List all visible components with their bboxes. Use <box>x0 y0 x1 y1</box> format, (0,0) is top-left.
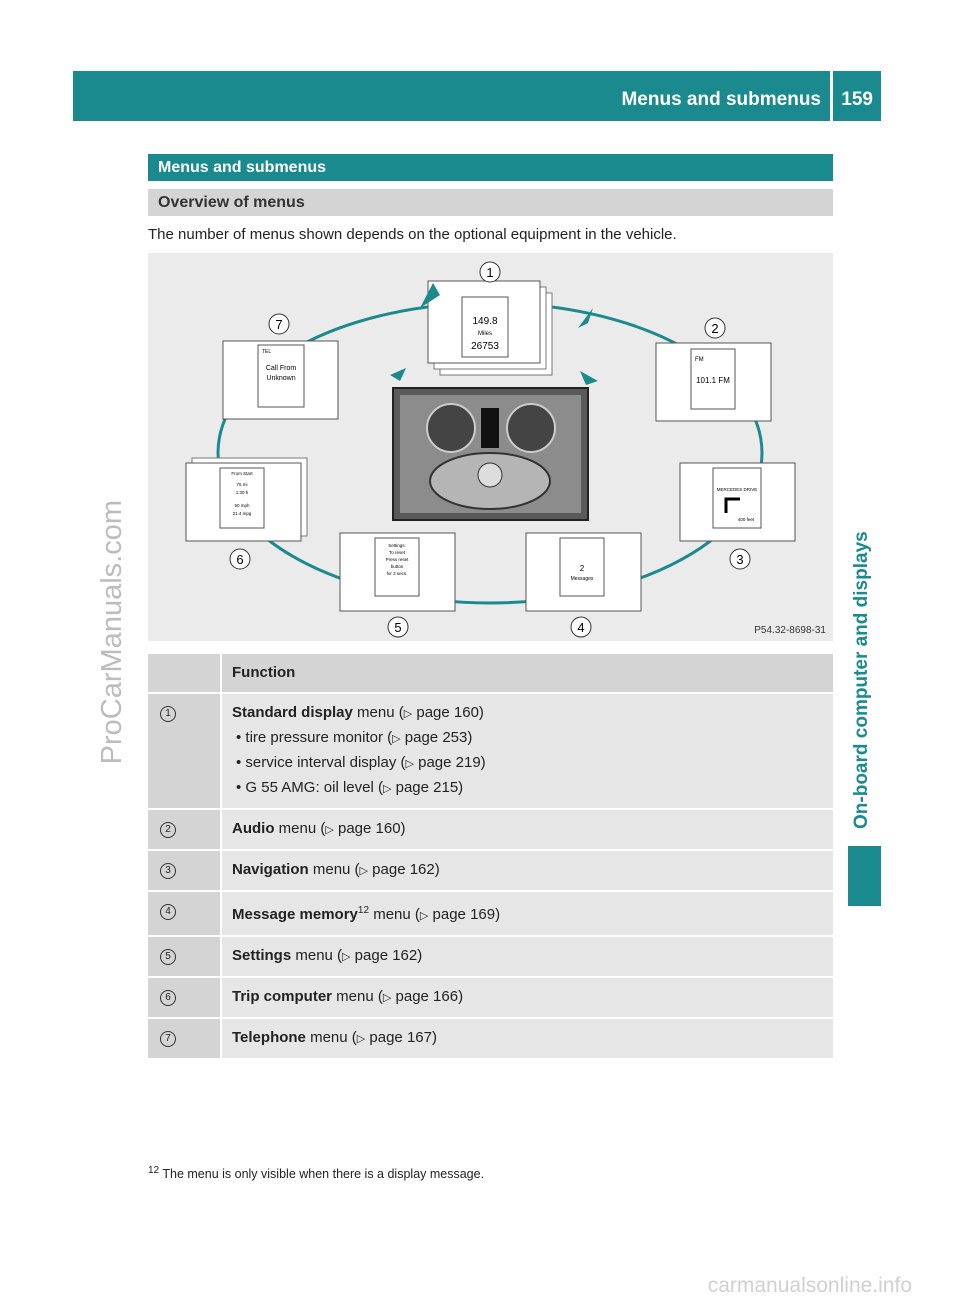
list-item: • tire pressure monitor (▷ page 253) <box>236 729 473 746</box>
row-callout: 1 <box>160 706 176 722</box>
display-7-telephone: TEL Call From Unknown <box>222 340 339 420</box>
display-2-station: 101.1 FM <box>696 376 730 385</box>
display-2-band: FM <box>695 357 704 363</box>
row-callout: 6 <box>160 990 176 1006</box>
footnote-ref: 12 <box>357 905 370 916</box>
callout-6: 6 <box>236 552 243 567</box>
display-4-label: Messages <box>571 576 594 582</box>
sidebar: On-board computer and displays <box>848 121 881 1302</box>
page-ref-icon: ▷ <box>356 1033 366 1045</box>
section-title: Menus and submenus <box>158 159 327 176</box>
column-header-function: Function <box>220 654 833 692</box>
table-row: 6 Trip computer menu (▷ page 166) <box>148 978 833 1019</box>
display-6-line3: 1:30 h <box>236 490 249 495</box>
display-5-line3: Press reset <box>386 557 410 562</box>
row-callout: 2 <box>160 822 176 838</box>
table-row: 4 Message memory12 menu (▷ page 169) <box>148 892 833 937</box>
list-item: • service interval display (▷ page 219) <box>236 754 486 771</box>
page-ref-icon: ▷ <box>403 708 413 720</box>
display-3-navigation: MERCEDES DRIVE 400 feet <box>679 462 796 542</box>
display-6-trip: From Start 75 mi 1:30 h 50 mph 21.4 mpg <box>185 457 308 542</box>
cockpit-photo <box>392 387 589 521</box>
footnote-number: 12 <box>148 1165 160 1176</box>
display-4-messages: 2 Messages <box>525 532 642 612</box>
subsection-title: Overview of menus <box>158 194 305 211</box>
table-header-row: Function <box>148 654 833 694</box>
display-7-line2: Unknown <box>266 375 295 382</box>
display-5-line5: for 3 secs. <box>387 571 408 576</box>
intro-paragraph: The number of menus shown depends on the… <box>148 226 677 243</box>
table-row: 7 Telephone menu (▷ page 167) <box>148 1019 833 1060</box>
page-ref-icon: ▷ <box>392 733 401 745</box>
page-ref-icon: ▷ <box>382 783 392 795</box>
row-callout: 3 <box>160 863 176 879</box>
page-ref-icon: ▷ <box>342 951 351 963</box>
figure-code: P54.32-8698-31 <box>754 625 826 636</box>
page-number: 159 <box>841 89 873 110</box>
display-2-audio: FM 101.1 FM <box>655 342 772 422</box>
callout-5: 5 <box>394 620 401 635</box>
display-6-line2: 75 mi <box>236 482 247 487</box>
header-separator <box>830 71 833 121</box>
row-callout: 4 <box>160 904 176 920</box>
display-1-unit: Miles <box>478 331 492 337</box>
page-ref-icon: ▷ <box>359 865 369 877</box>
callout-markers: 1 2 3 4 5 6 7 <box>229 261 751 638</box>
side-watermark: ProCarManuals.com <box>96 500 128 765</box>
table-row: 2 Audio menu (▷ page 160) <box>148 810 833 851</box>
table-row: 1 Standard display menu (▷ page 160) • t… <box>148 694 833 810</box>
navigation-arrows <box>390 283 598 385</box>
display-7-line1: Call From <box>266 365 297 372</box>
menu-overview-figure: 149.8 Miles 26753 FM 101.1 FM MERCEDES D… <box>148 253 833 641</box>
page-ref-icon: ▷ <box>325 824 334 836</box>
section-heading: Menus and submenus <box>148 154 833 181</box>
display-6-line1: From Start <box>231 471 253 476</box>
row-callout: 5 <box>160 949 176 965</box>
table-row: 3 Navigation menu (▷ page 162) <box>148 851 833 892</box>
callout-2: 2 <box>711 321 718 336</box>
page-ref-icon: ▷ <box>382 992 392 1004</box>
row-callout: 7 <box>160 1031 176 1047</box>
display-3-title: MERCEDES DRIVE <box>717 487 758 492</box>
callout-7: 7 <box>275 317 282 332</box>
footnote: 12 The menu is only visible when there i… <box>148 1165 484 1181</box>
page-ref-icon: ▷ <box>419 910 429 922</box>
display-5-line4: button <box>391 564 404 569</box>
page-ref-icon: ▷ <box>405 758 414 770</box>
subsection-heading: Overview of menus <box>148 189 833 216</box>
display-5-line2: To reset <box>389 550 406 555</box>
list-item: • G 55 AMG: oil level (▷ page 215) <box>236 779 464 796</box>
display-4-count: 2 <box>580 564 585 573</box>
menu-diagram: 149.8 Miles 26753 FM 101.1 FM MERCEDES D… <box>185 261 826 638</box>
callout-1: 1 <box>486 265 493 280</box>
sidebar-tab-block <box>848 846 881 906</box>
sidebar-section-title: On-board computer and displays <box>851 531 872 829</box>
display-1-value: 149.8 <box>472 316 497 327</box>
header-title: Menus and submenus <box>621 89 821 110</box>
page-header: Menus and submenus 159 <box>73 71 881 121</box>
callout-4: 4 <box>577 620 584 635</box>
table-row: 5 Settings menu (▷ page 162) <box>148 937 833 978</box>
bottom-watermark: carmanualsonline.info <box>707 1274 912 1297</box>
display-1-odometer: 26753 <box>471 341 499 352</box>
footnote-text: The menu is only visible when there is a… <box>159 1167 485 1182</box>
display-5-line1: Settings: <box>388 543 406 548</box>
display-1-standard: 149.8 Miles 26753 <box>427 280 553 376</box>
function-table: Function 1 Standard display menu (▷ page… <box>148 654 833 1060</box>
display-3-distance: 400 feet <box>738 517 755 522</box>
display-6-line5: 21.4 mpg <box>233 511 252 516</box>
display-5-settings: Settings: To reset Press reset button fo… <box>339 532 456 612</box>
display-7-label: TEL <box>262 349 271 355</box>
callout-3: 3 <box>736 552 743 567</box>
display-6-line4: 50 mph <box>234 503 250 508</box>
